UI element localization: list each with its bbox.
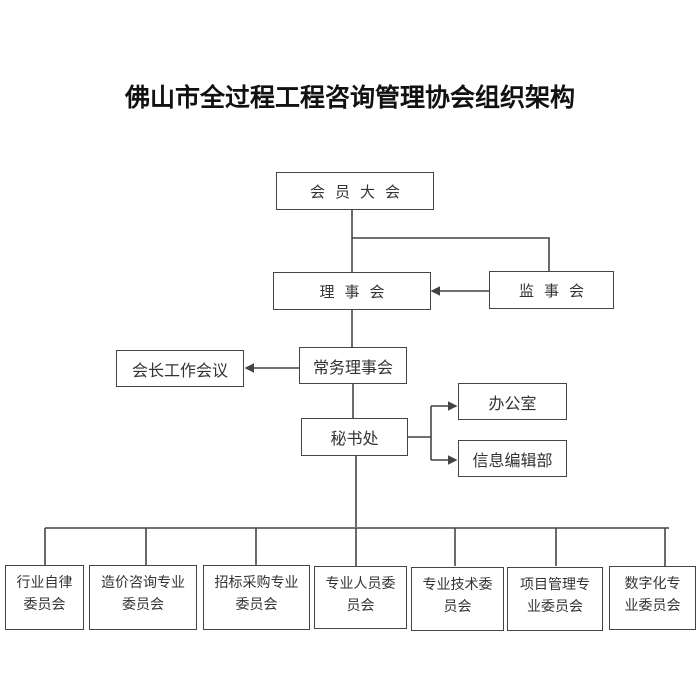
committee-label: 造价咨询专业 — [101, 575, 185, 591]
node-info-editing: 信息编辑部 — [458, 440, 567, 477]
node-label: 会员大会 — [309, 182, 410, 201]
node-label: 办公室 — [488, 393, 537, 413]
committee-label: 专业人员委 — [325, 576, 396, 592]
committee-label: 项目管理专 — [520, 577, 590, 593]
committee-box: 项目管理专业委员会 — [507, 567, 603, 631]
committee-label: 专业技术委 — [422, 577, 493, 593]
node-president-meeting: 会长工作会议 — [116, 350, 244, 387]
node-label: 常务理事会 — [312, 357, 393, 377]
line-assembly-supervisory — [352, 237, 550, 271]
node-council: 理事会 — [273, 272, 431, 310]
committee-label: 员会 — [346, 598, 375, 614]
node-label: 理事会 — [319, 282, 395, 301]
committee-box: 行业自律委员会 — [5, 565, 84, 630]
node-standing-council: 常务理事会 — [299, 347, 407, 384]
node-label: 秘书处 — [330, 429, 379, 448]
committee-label: 业委员会 — [624, 598, 681, 614]
committee-box: 造价咨询专业委员会 — [89, 565, 197, 630]
chart-title: 佛山市全过程工程咨询管理协会组织架构 — [124, 83, 575, 112]
node-supervisory-board: 监事会 — [489, 271, 614, 309]
node-office: 办公室 — [458, 383, 567, 420]
committee-label: 行业自律 — [16, 575, 73, 591]
node-label: 会长工作会议 — [131, 360, 228, 380]
committee-box: 招标采购专业委员会 — [203, 565, 310, 630]
committee-label: 委员会 — [23, 597, 66, 613]
committee-label: 招标采购专业 — [214, 575, 299, 591]
node-secretariat: 秘书处 — [301, 418, 408, 456]
committee-box: 专业人员委员会 — [314, 566, 407, 629]
committee-label: 委员会 — [122, 597, 164, 613]
node-general-assembly: 会员大会 — [276, 172, 434, 210]
committee-label: 数字化专 — [624, 576, 681, 592]
committee-label: 委员会 — [235, 597, 278, 613]
committee-box: 专业技术委员会 — [411, 567, 504, 631]
committee-label: 员会 — [443, 599, 472, 615]
node-label: 信息编辑部 — [472, 450, 553, 470]
node-label: 监事会 — [518, 281, 594, 300]
committee-label: 业委员会 — [527, 599, 583, 615]
committee-box: 数字化专业委员会 — [609, 566, 696, 630]
